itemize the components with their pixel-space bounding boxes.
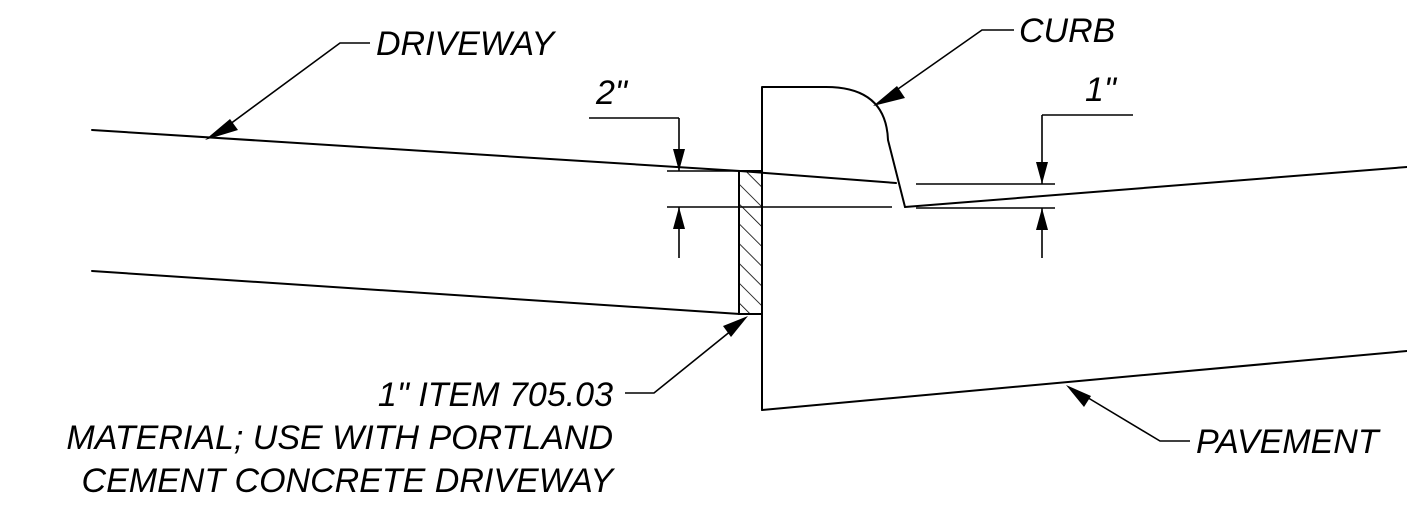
driveway-bottom-line [91,270,741,315]
item-leader [625,316,748,394]
pavement-label: PAVEMENT [1196,423,1381,461]
curb-profile [761,86,906,411]
pavement-leader [1066,385,1190,442]
item-label-line2: MATERIAL; USE WITH PORTLAND [66,419,613,457]
dimension-one-inch: 1" [916,71,1133,258]
pavement-top-line [904,166,1407,208]
driveway-top-line [91,129,741,172]
dimension-two-inch: 2" [589,74,892,258]
curb-label: CURB [1019,12,1115,50]
driveway-leader [205,42,370,140]
driveway-label: DRIVEWAY [376,25,557,63]
expansion-joint-material [738,170,763,315]
dimension-two-inch-label: 2" [595,74,629,112]
item-label-line1: 1" ITEM 705.03 [378,376,613,414]
item-label-line3: CEMENT CONCRETE DRIVEWAY [82,462,616,500]
pavement-bottom-line [761,350,1407,411]
dimension-one-inch-label: 1" [1085,71,1118,109]
driveway-surface-to-curb [739,170,897,184]
curb-leader [873,29,1014,106]
